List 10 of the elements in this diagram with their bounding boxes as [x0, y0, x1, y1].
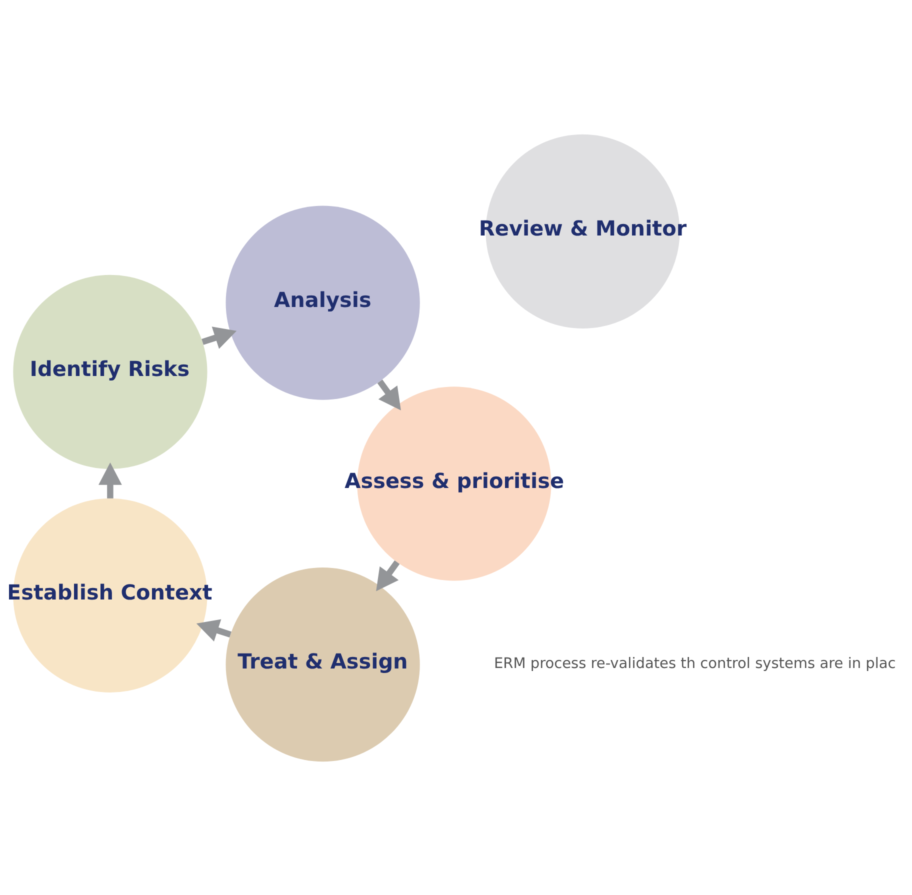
node-circle: Identify Risks	[12, 274, 207, 468]
node-label: Assess & prioritise	[344, 468, 564, 492]
arrow	[201, 326, 236, 348]
label: ERM process re-validates th control systems are in plac	[493, 656, 896, 672]
arrow	[98, 462, 122, 498]
arrow	[196, 618, 231, 641]
node-circle: Treat & Assign	[225, 567, 420, 762]
node-circle: Analysis	[225, 205, 420, 400]
arrow	[376, 560, 400, 591]
arrow	[376, 379, 400, 410]
